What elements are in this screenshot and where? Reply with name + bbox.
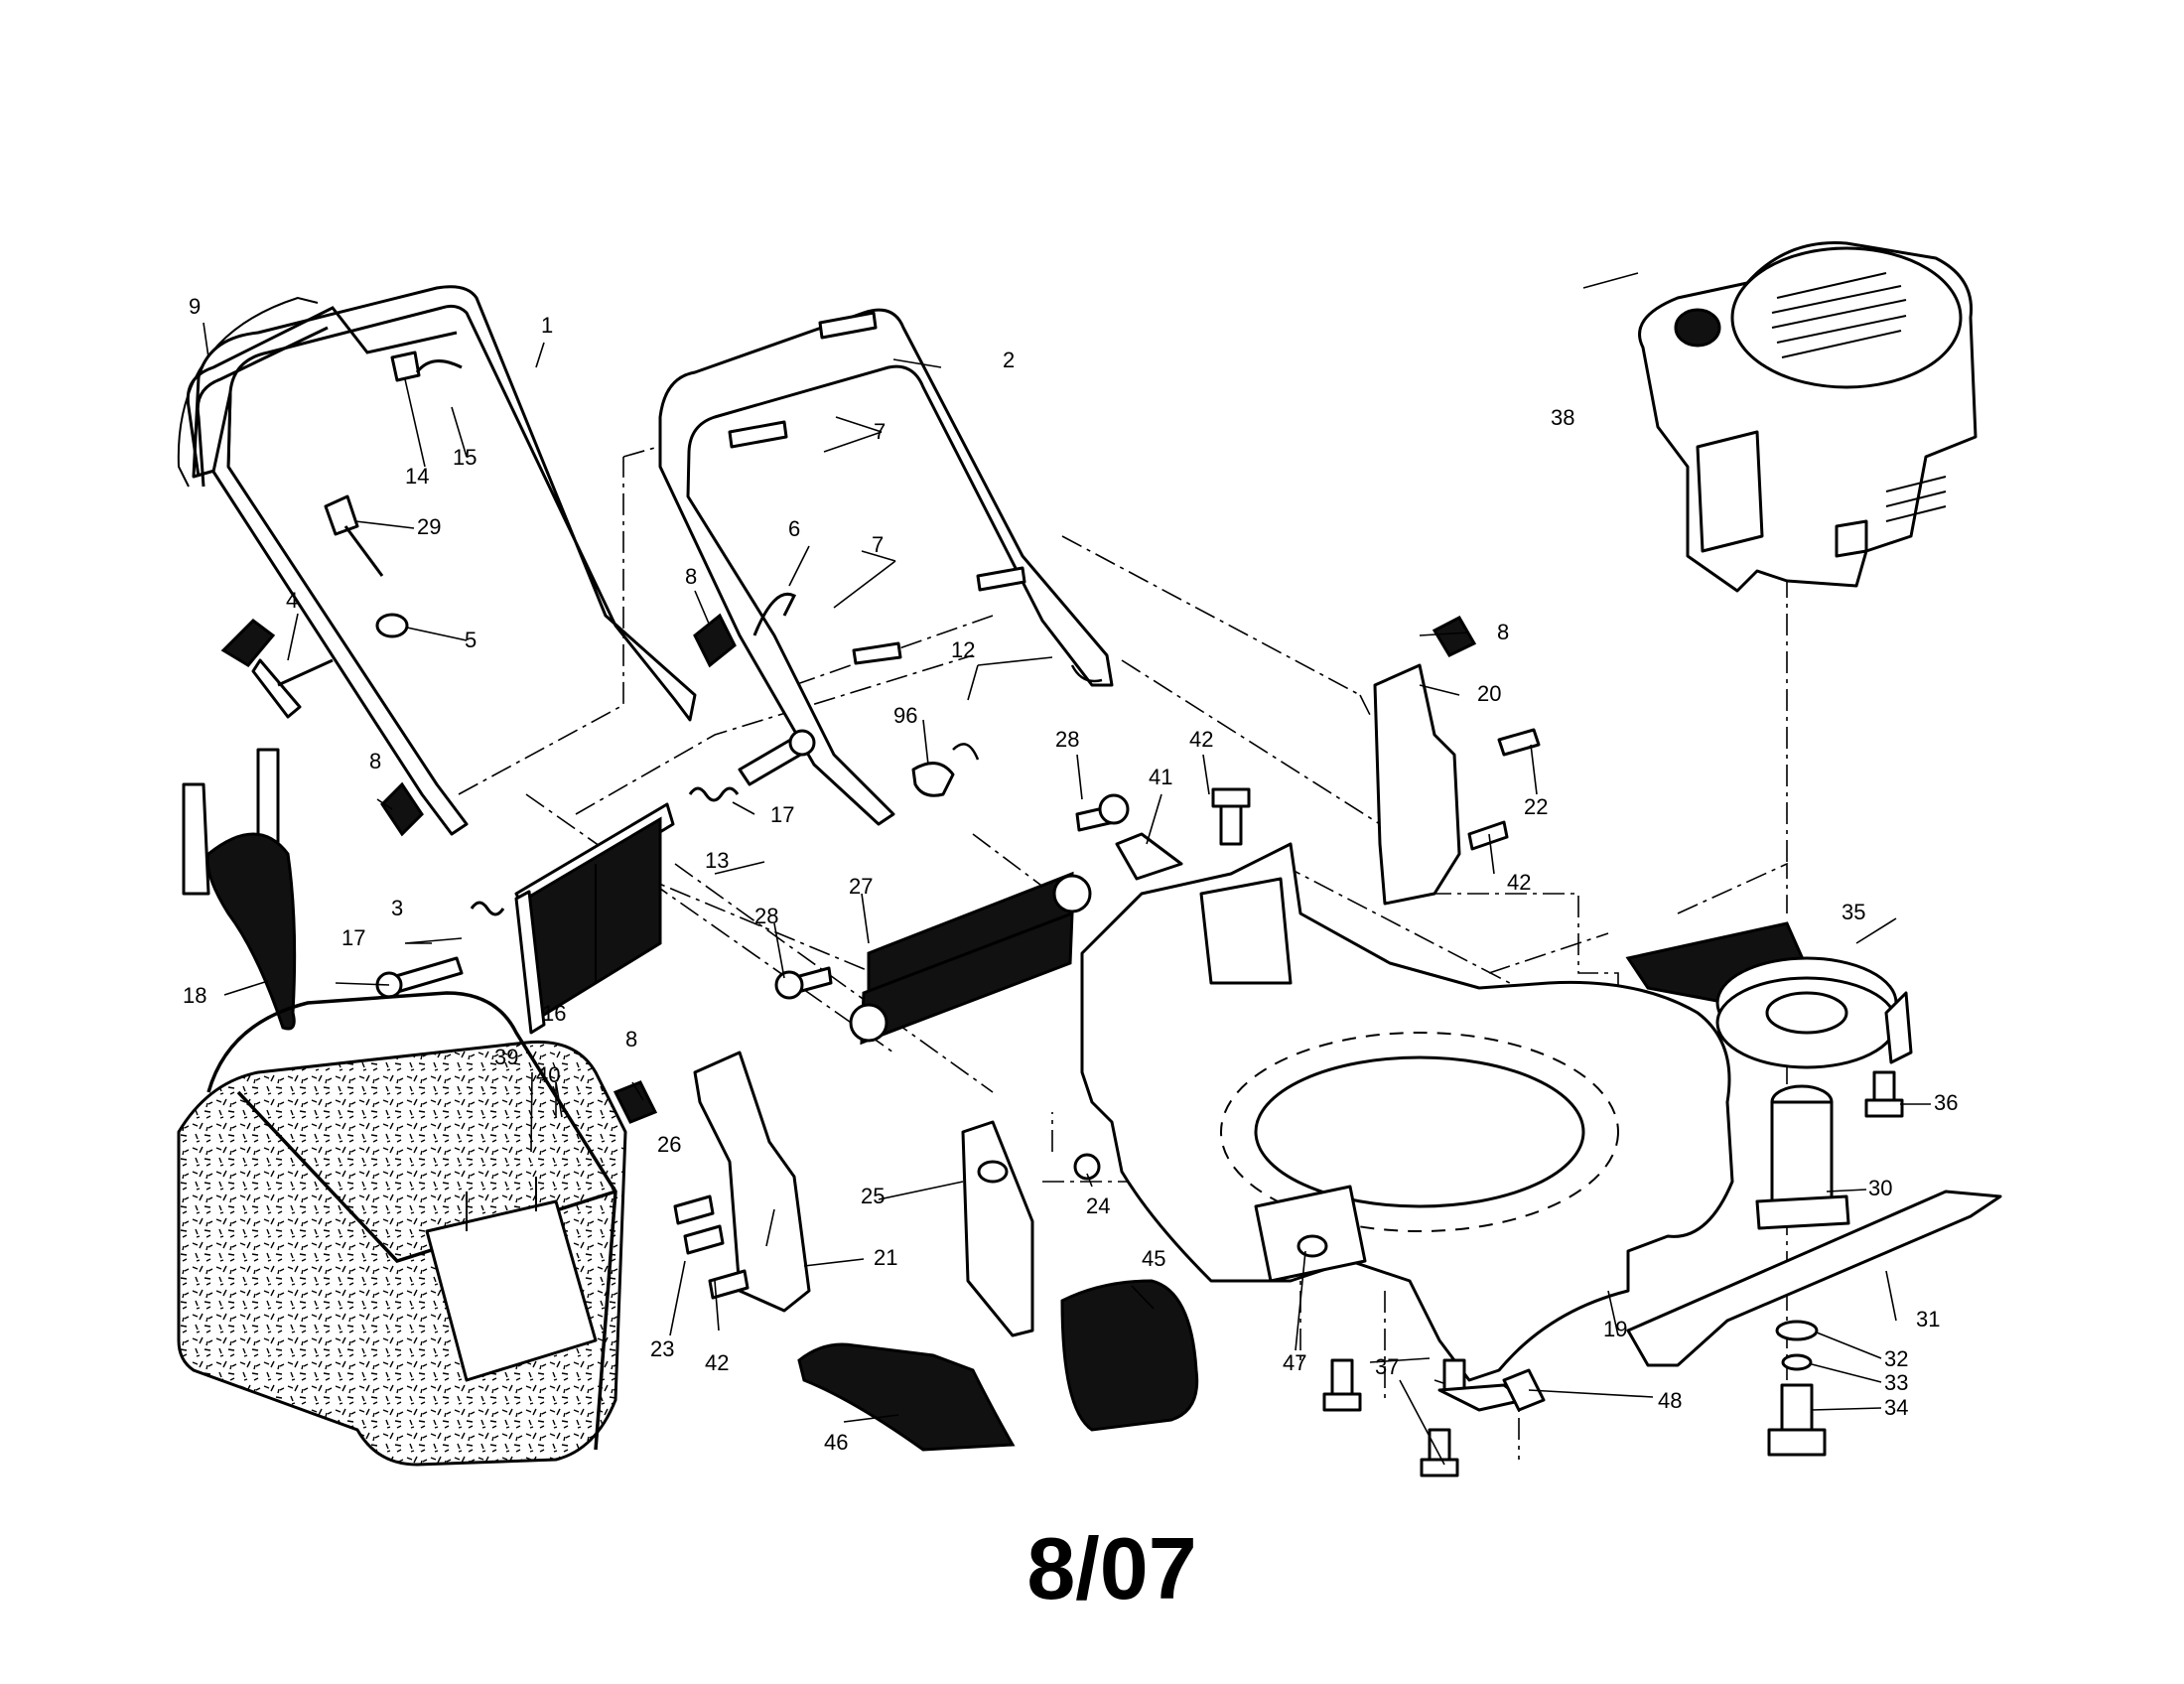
discharge-deflector — [797, 1342, 1016, 1452]
upper-handle-right — [658, 308, 1114, 826]
callout-23: 23 — [650, 1336, 674, 1361]
upper-handle-left — [177, 285, 697, 836]
callout-8c: 8 — [1497, 620, 1509, 644]
callout-36: 36 — [1934, 1090, 1958, 1115]
callout-29: 29 — [417, 514, 441, 539]
callout-42b: 42 — [1507, 870, 1531, 895]
leader-lines — [203, 272, 1931, 1466]
rear-door-assembly — [375, 729, 816, 1035]
callout-8d: 8 — [625, 1027, 637, 1052]
callout-8b: 8 — [369, 749, 381, 773]
engine — [1638, 241, 1978, 593]
callout-25: 25 — [861, 1184, 885, 1208]
blade-hardware — [1626, 1084, 2002, 1457]
callout-12: 12 — [951, 637, 975, 662]
callout-1: 1 — [541, 313, 553, 338]
callout-37: 37 — [1375, 1354, 1399, 1379]
callout-28b: 28 — [754, 904, 778, 928]
callout-42c: 42 — [705, 1350, 729, 1375]
callout-17b: 17 — [341, 925, 365, 950]
callout-8a: 8 — [685, 564, 697, 589]
side-chute — [961, 1120, 1034, 1337]
bolt-36 — [1864, 1070, 1904, 1118]
bail-wire — [186, 306, 458, 488]
callout-7a: 7 — [874, 419, 886, 444]
callout-17a: 17 — [770, 802, 794, 827]
deck-bottom-parts — [1322, 1358, 1546, 1477]
callout-7b: 7 — [872, 532, 884, 557]
callout-28a: 28 — [1055, 727, 1079, 752]
callout-32: 32 — [1884, 1346, 1908, 1371]
callout-42a: 42 — [1189, 727, 1213, 752]
callout-38: 38 — [1551, 405, 1574, 430]
mower-deck — [1080, 842, 1734, 1382]
bracket-21 — [613, 1051, 811, 1313]
blade-adapter — [1625, 921, 1913, 1069]
callout-5: 5 — [465, 628, 477, 652]
callout-30: 30 — [1868, 1176, 1892, 1200]
callout-45: 45 — [1142, 1246, 1165, 1271]
callout-16: 16 — [542, 1001, 566, 1026]
callout-22: 22 — [1524, 794, 1548, 819]
callout-24: 24 — [1086, 1193, 1110, 1218]
callout-33: 33 — [1884, 1370, 1908, 1395]
callout-39: 39 — [494, 1045, 518, 1069]
deck-bolts — [1073, 787, 1251, 1181]
bracket-20 — [1373, 616, 1541, 906]
callout-3: 3 — [391, 896, 403, 920]
date-label: 8/07 — [1026, 1519, 1196, 1617]
callout-26: 26 — [657, 1132, 681, 1157]
callout-15: 15 — [453, 445, 477, 470]
callout-labels: 1 2 3 4 5 6 7 7 8 8 8 8 9 12 13 14 15 16… — [183, 294, 1958, 1455]
callout-96: 96 — [893, 703, 917, 728]
callout-31: 31 — [1916, 1307, 1940, 1332]
callout-14: 14 — [405, 464, 429, 489]
mulch-plug — [182, 748, 297, 1031]
callout-4: 4 — [286, 588, 298, 613]
callout-46: 46 — [824, 1430, 848, 1455]
callout-6: 6 — [788, 516, 800, 541]
rear-baffle — [774, 793, 1130, 1046]
callout-48: 48 — [1658, 1388, 1682, 1413]
callout-21: 21 — [874, 1245, 897, 1270]
callout-2: 2 — [1003, 348, 1015, 372]
callout-20: 20 — [1477, 681, 1501, 706]
handle-hardware — [220, 311, 1103, 837]
callout-35: 35 — [1842, 900, 1865, 924]
grass-bag — [177, 991, 627, 1467]
callout-47: 47 — [1283, 1350, 1306, 1375]
callout-13: 13 — [705, 848, 729, 873]
callout-18: 18 — [183, 983, 206, 1008]
callout-34: 34 — [1884, 1395, 1908, 1420]
callout-27: 27 — [849, 874, 873, 899]
callout-41: 41 — [1149, 765, 1172, 789]
plate-41 — [1115, 832, 1183, 881]
callout-40: 40 — [536, 1062, 560, 1087]
callout-9: 9 — [189, 294, 201, 319]
callout-19: 19 — [1603, 1317, 1627, 1341]
mulch-door — [1060, 1279, 1199, 1432]
